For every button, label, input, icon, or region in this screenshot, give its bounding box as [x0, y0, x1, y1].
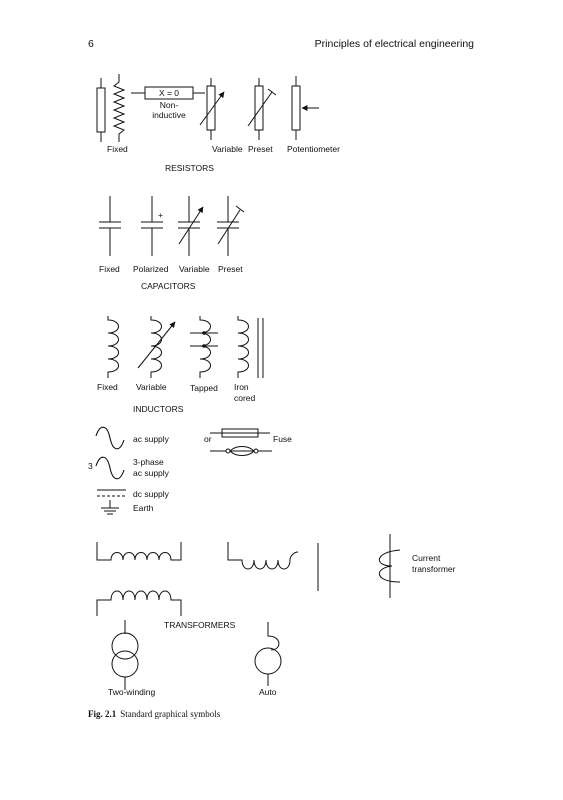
three-phase-label-2: ac supply — [133, 468, 170, 478]
ac-supply-label: ac supply — [133, 434, 170, 444]
two-winding-label: Two-winding — [108, 687, 156, 697]
capacitor-fixed-symbol — [99, 196, 121, 256]
resistor-zigzag-symbol — [112, 74, 126, 142]
noninductive-label-1: Non- — [160, 100, 179, 110]
inductor-variable-label: Variable — [136, 382, 167, 392]
capacitors-title: CAPACITORS — [141, 281, 196, 291]
earth-symbol — [101, 500, 119, 515]
resistor-potentiometer-label: Potentiometer — [287, 144, 340, 154]
page-number: 6 — [88, 38, 94, 50]
dc-supply-label: dc supply — [133, 489, 170, 499]
current-transformer-label-1: Current — [412, 553, 441, 563]
capacitor-preset-symbol — [217, 196, 245, 256]
figure-caption-label: Fig. 2.1 — [88, 709, 117, 719]
running-title: Principles of electrical engineering — [314, 38, 474, 50]
fuse-rect-symbol — [210, 428, 270, 438]
transformers-title: TRANSFORMERS — [164, 620, 236, 630]
inductor-tapped-symbol — [190, 316, 218, 378]
resistors-title: RESISTORS — [165, 163, 214, 173]
capacitor-variable-symbol — [178, 196, 204, 256]
inductor-fixed-label: Fixed — [97, 382, 118, 392]
fuse-link-symbol — [210, 446, 272, 456]
inductor-variable-symbol — [137, 316, 176, 378]
resistor-variable-symbol — [199, 78, 225, 140]
dc-supply-symbol — [97, 489, 126, 497]
transformer-two-winding-coils — [96, 542, 182, 616]
inductor-iron-label-2: cored — [234, 393, 256, 403]
auto-label: Auto — [259, 687, 277, 697]
transformer-auto-circle — [254, 622, 282, 686]
three-phase-number: 3 — [88, 461, 93, 471]
fuse-or-label: or — [204, 434, 212, 444]
capacitor-polarized-symbol — [141, 196, 163, 256]
resistor-fixed-symbol — [96, 78, 106, 142]
polarized-plus: + — [158, 210, 163, 220]
capacitor-fixed-label: Fixed — [99, 264, 120, 274]
earth-label: Earth — [133, 503, 154, 513]
transformer-two-winding-circles — [111, 620, 139, 690]
inductor-iron-label-1: Iron — [234, 382, 249, 392]
current-transformer-label-2: transformer — [412, 564, 456, 574]
resistor-fixed-label: Fixed — [107, 144, 128, 154]
current-transformer-symbol — [379, 534, 401, 598]
fuse-label: Fuse — [273, 434, 292, 444]
x0-label: X = 0 — [159, 88, 179, 98]
inductor-fixed-symbol — [107, 316, 119, 378]
inductors-title: INDUCTORS — [133, 404, 184, 414]
noninductive-label-2: inductive — [152, 110, 186, 120]
three-phase-label-1: 3-phase — [133, 457, 164, 467]
three-phase-symbol — [95, 456, 125, 480]
transformer-auto-coil — [227, 542, 319, 591]
capacitor-variable-label: Variable — [179, 264, 210, 274]
capacitor-preset-label: Preset — [218, 264, 243, 274]
resistor-noninductive-symbol — [131, 86, 205, 100]
inductor-iron-cored-symbol — [237, 316, 264, 378]
resistor-preset-symbol — [247, 78, 277, 140]
resistor-variable-label: Variable — [212, 144, 243, 154]
resistor-potentiometer-symbol — [291, 76, 319, 140]
resistor-preset-label: Preset — [248, 144, 273, 154]
figure-caption-text: Standard graphical symbols — [120, 709, 221, 719]
capacitor-polarized-label: Polarized — [133, 264, 169, 274]
ac-supply-symbol — [95, 426, 125, 450]
inductor-tapped-label: Tapped — [190, 383, 218, 393]
